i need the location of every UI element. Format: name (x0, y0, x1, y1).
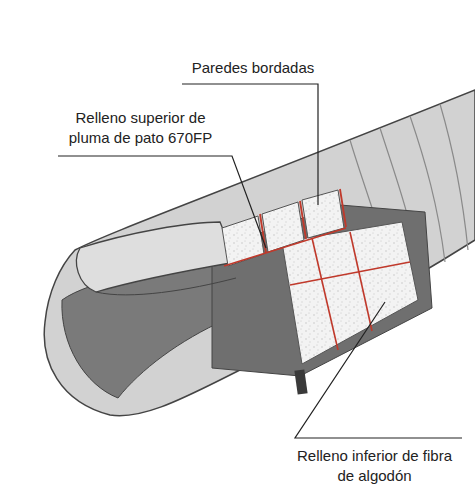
callout-label: Paredes bordadas (178, 58, 328, 78)
callout-label: Relleno inferior de fibra de algodón (292, 446, 457, 486)
callout-label: Relleno superior de pluma de pato 670FP (58, 108, 223, 148)
